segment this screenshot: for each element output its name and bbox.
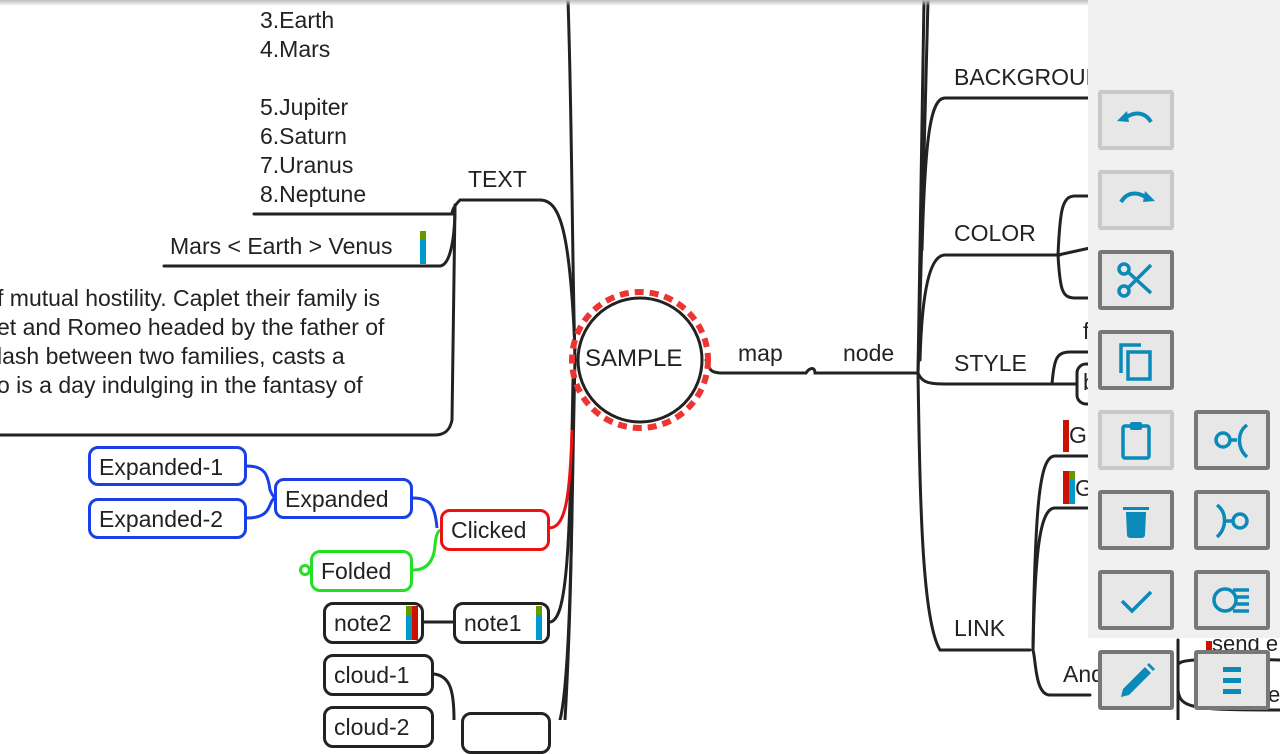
redo-button[interactable]	[1098, 170, 1174, 230]
marker-red	[1206, 641, 1212, 657]
node-style-icon	[1212, 587, 1249, 613]
copy-button[interactable]	[1098, 330, 1174, 390]
clicked-node[interactable]: Clicked	[440, 509, 550, 551]
list-line: 6.Saturn	[260, 123, 347, 149]
menu-button[interactable]	[1194, 650, 1270, 710]
text-branch-node[interactable]: TEXT	[468, 166, 527, 192]
expanded-child-connector	[246, 496, 276, 520]
link-child-node[interactable]: And	[1063, 661, 1104, 687]
clicked-connector	[548, 429, 574, 530]
connector	[916, 371, 1080, 386]
connector	[252, 198, 577, 352]
delete-button[interactable]	[1098, 490, 1174, 550]
background-node[interactable]: BACKGROUND	[954, 64, 1119, 90]
insert-child-button[interactable]	[1194, 490, 1270, 550]
marker-green	[1069, 471, 1075, 479]
connector	[432, 672, 456, 720]
folded-indicator	[299, 564, 311, 576]
list-line: 5.Jupiter	[260, 94, 349, 120]
cloud-parent-node[interactable]	[461, 712, 551, 754]
trash-icon	[1123, 507, 1149, 538]
style-node[interactable]: STYLE	[954, 350, 1027, 376]
list-line: 8.Neptune	[260, 181, 367, 207]
marker-red	[1063, 420, 1069, 452]
undo-button[interactable]	[1098, 90, 1174, 150]
edit-button[interactable]	[1098, 650, 1174, 710]
top-shadow	[0, 0, 1280, 6]
insert-parent-icon	[1214, 423, 1249, 459]
style-child-node[interactable]: f	[1083, 318, 1090, 344]
cloud-1-node[interactable]: cloud-1	[323, 654, 434, 696]
note1-node[interactable]: note1	[453, 602, 550, 644]
clipboard-icon	[1121, 422, 1151, 460]
expanded-1-node[interactable]: Expanded-1	[88, 446, 247, 486]
folded-node[interactable]: Folded	[310, 550, 413, 592]
root-node[interactable]: SAMPLE	[585, 345, 683, 372]
marker-green	[406, 606, 412, 615]
mind-map-canvas[interactable]	[0, 0, 1280, 720]
node-style-button[interactable]	[1194, 570, 1270, 630]
connector	[0, 203, 457, 437]
connector	[920, 96, 1092, 252]
done-button[interactable]	[1098, 570, 1174, 630]
marker-green	[420, 231, 426, 239]
link-node[interactable]: LINK	[954, 615, 1006, 641]
undo-icon	[1117, 111, 1153, 124]
connector	[916, 0, 926, 375]
node-node[interactable]: node	[843, 340, 895, 366]
connector	[918, 253, 1062, 362]
send-node[interactable]: send e	[1212, 631, 1279, 656]
connector	[1056, 194, 1092, 257]
list-line: 7.Uranus	[260, 152, 354, 178]
paragraph-line: et and Romeo headed by the father of	[0, 314, 385, 340]
marker-red	[1063, 471, 1069, 504]
expanded-child-connector	[246, 464, 277, 500]
comparison-node[interactable]: Mars < Earth > Venus	[170, 233, 393, 259]
paragraph-line: f mutual hostility. Caplet their family …	[0, 285, 381, 311]
expanded-node[interactable]: Expanded	[274, 478, 413, 519]
menu-icon	[1223, 667, 1241, 694]
paragraph-line: o is a day indulging in the fantasy of	[0, 372, 363, 398]
insert-parent-button[interactable]	[1194, 410, 1270, 470]
connector	[1056, 246, 1092, 257]
redo-icon	[1119, 191, 1155, 204]
cloud-2-node[interactable]: cloud-2	[323, 706, 434, 748]
copy-icon	[1119, 343, 1152, 381]
insert-child-icon	[1215, 503, 1249, 539]
map-node[interactable]: map	[738, 340, 783, 366]
paste-button[interactable]	[1098, 410, 1174, 470]
connector	[1031, 506, 1092, 652]
marker-blue	[1069, 479, 1075, 504]
list-line: 4.Mars	[260, 36, 331, 62]
root-node-circle	[576, 296, 704, 424]
color-node[interactable]: COLOR	[954, 220, 1036, 246]
cut-button[interactable]	[1098, 250, 1174, 310]
link-child-node[interactable]: G	[1069, 422, 1087, 448]
marker-red	[412, 606, 418, 640]
folded-connector	[412, 528, 442, 572]
connector	[1031, 648, 1092, 697]
connector	[1056, 253, 1092, 300]
marker-blue	[406, 615, 412, 640]
connector	[558, 498, 574, 720]
scissors-icon	[1117, 262, 1153, 298]
connector	[916, 371, 1032, 652]
send-sub-node[interactable]: e	[1268, 682, 1280, 707]
check-icon	[1120, 590, 1153, 614]
connector	[1050, 350, 1092, 386]
marker-blue	[536, 615, 542, 640]
expanded-2-node[interactable]: Expanded-2	[88, 498, 247, 539]
pencil-icon	[1121, 663, 1155, 697]
marker-blue	[420, 239, 426, 264]
list-line: 3.Earth	[260, 7, 335, 33]
marker-green	[536, 606, 542, 615]
root-selection-ring	[569, 289, 711, 431]
paragraph-line: lash between two families, casts a	[0, 343, 345, 369]
expanded-connector	[412, 496, 439, 529]
